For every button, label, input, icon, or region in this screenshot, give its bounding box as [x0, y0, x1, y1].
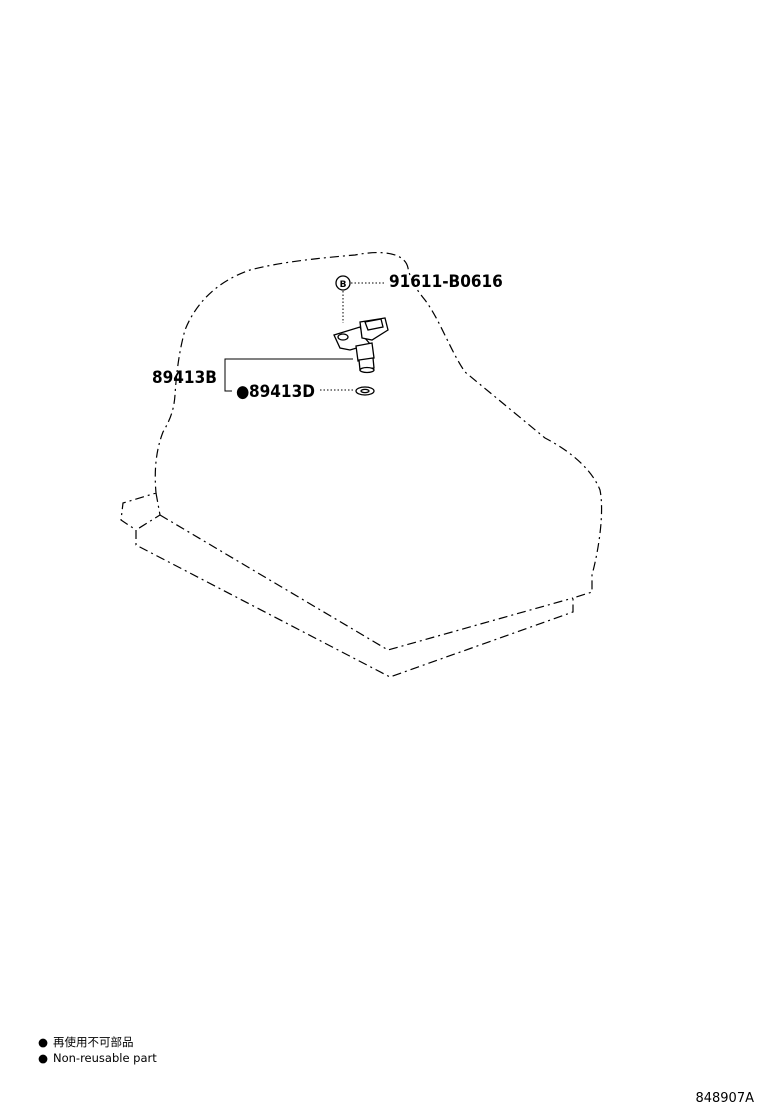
transmission-housing-outline: [120, 251, 603, 678]
legend: ● 再使用不可部品 ● Non-reusable part: [38, 1035, 157, 1065]
sensor-part-number[interactable]: 89413B: [152, 368, 217, 388]
legend-marker-japanese: ●: [38, 1035, 48, 1049]
legend-text-japanese: 再使用不可部品: [53, 1035, 134, 1049]
sensor-leader: [224, 358, 353, 381]
gasket-non-reusable-marker: ●: [236, 382, 249, 402]
bolt-symbol[interactable]: B: [335, 275, 351, 291]
bolt-symbol-letter: B: [340, 280, 347, 290]
gasket-bracket: [224, 381, 232, 392]
legend-text-english: Non-reusable part: [53, 1051, 157, 1065]
gasket-part-number[interactable]: 89413D: [249, 382, 315, 402]
figure-id: 848907A: [695, 1091, 754, 1106]
sensor-icon[interactable]: [333, 317, 389, 374]
legend-marker-english: ●: [38, 1051, 48, 1065]
bolt-part-number[interactable]: 91611-B0616: [389, 272, 503, 292]
gasket-icon[interactable]: [355, 386, 375, 396]
